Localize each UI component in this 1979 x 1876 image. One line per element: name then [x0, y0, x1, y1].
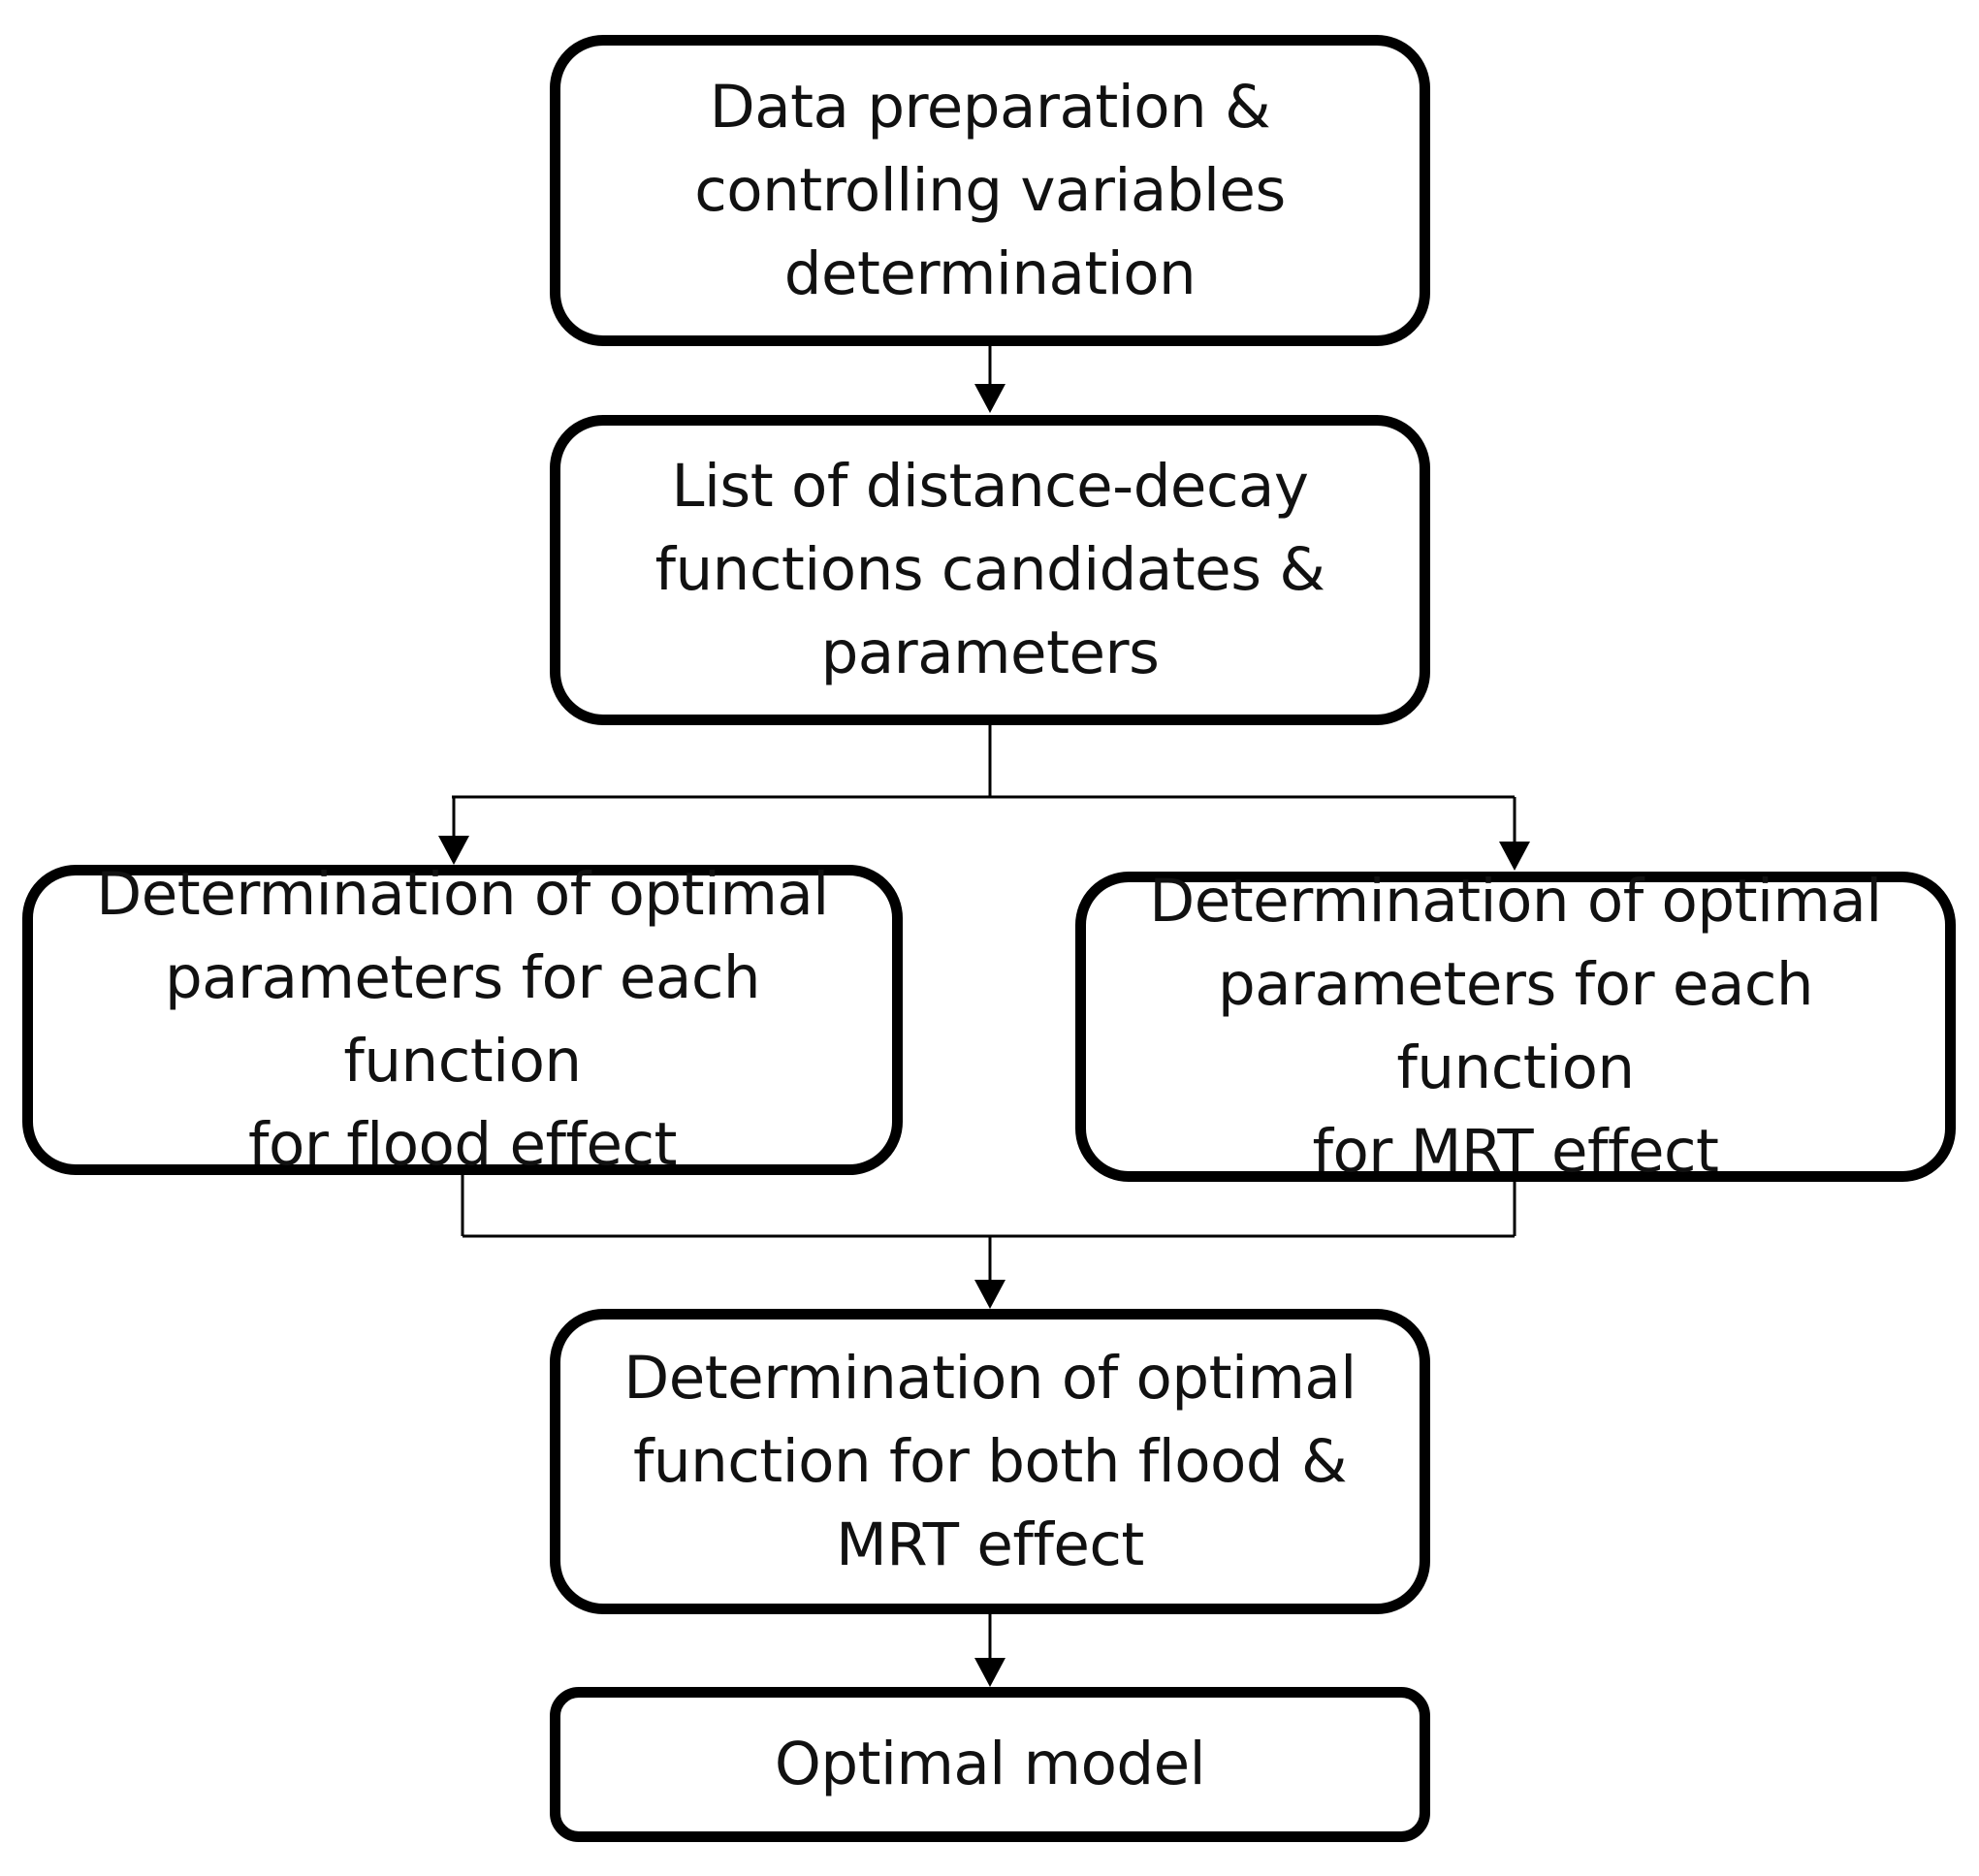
- node-mrt-parameters-label: Determination of optimal parameters for …: [1086, 860, 1945, 1193]
- node-text-line: Data preparation &: [709, 72, 1271, 142]
- node-data-preparation: Data preparation & controlling variables…: [550, 35, 1430, 346]
- node-data-preparation-label: Data preparation & controlling variables…: [675, 66, 1304, 316]
- node-optimal-function-label: Determination of optimal function for bo…: [604, 1337, 1375, 1587]
- node-text-line: function for both flood &: [632, 1426, 1348, 1496]
- node-text-line: Optimal model: [774, 1730, 1206, 1798]
- node-function-candidates-label: List of distance-decay functions candida…: [636, 445, 1345, 695]
- edge-both-to-optimal: [974, 1614, 1005, 1687]
- node-text-line: List of distance-decay: [671, 452, 1309, 521]
- edge-candidates-split: [452, 725, 1515, 799]
- node-flood-parameters: Determination of optimal parameters for …: [22, 860, 903, 1179]
- edge-data-prep-to-candidates: [974, 346, 1005, 413]
- edge-merge-to-both: [463, 1234, 1515, 1309]
- node-text-line: parameters for each function: [164, 943, 761, 1096]
- edge-candidates-to-flood: [438, 797, 469, 865]
- node-text-line: functions candidates &: [654, 535, 1325, 604]
- node-text-line: Determination of optimal: [1149, 867, 1882, 936]
- node-optimal-model: Optimal model: [550, 1687, 1430, 1842]
- node-optimal-model-label: Optimal model: [755, 1723, 1225, 1806]
- node-flood-parameters-label: Determination of optimal parameters for …: [33, 853, 892, 1187]
- node-mrt-parameters: Determination of optimal parameters for …: [1075, 867, 1956, 1186]
- edge-candidates-to-mrt: [1499, 797, 1530, 871]
- node-function-candidates: List of distance-decay functions candida…: [550, 415, 1430, 725]
- node-text-line: parameters for each function: [1217, 950, 1814, 1102]
- node-text-line: controlling variables: [694, 155, 1286, 225]
- node-text-line: for flood effect: [248, 1110, 677, 1179]
- node-text-line: Determination of optimal: [623, 1343, 1357, 1413]
- node-text-line: parameters: [820, 619, 1160, 687]
- node-text-line: MRT effect: [836, 1510, 1144, 1579]
- node-text-line: for MRT effect: [1312, 1117, 1719, 1186]
- node-optimal-function: Determination of optimal function for bo…: [550, 1309, 1430, 1614]
- node-text-line: Determination of optimal: [96, 860, 829, 929]
- node-text-line: determination: [783, 238, 1197, 308]
